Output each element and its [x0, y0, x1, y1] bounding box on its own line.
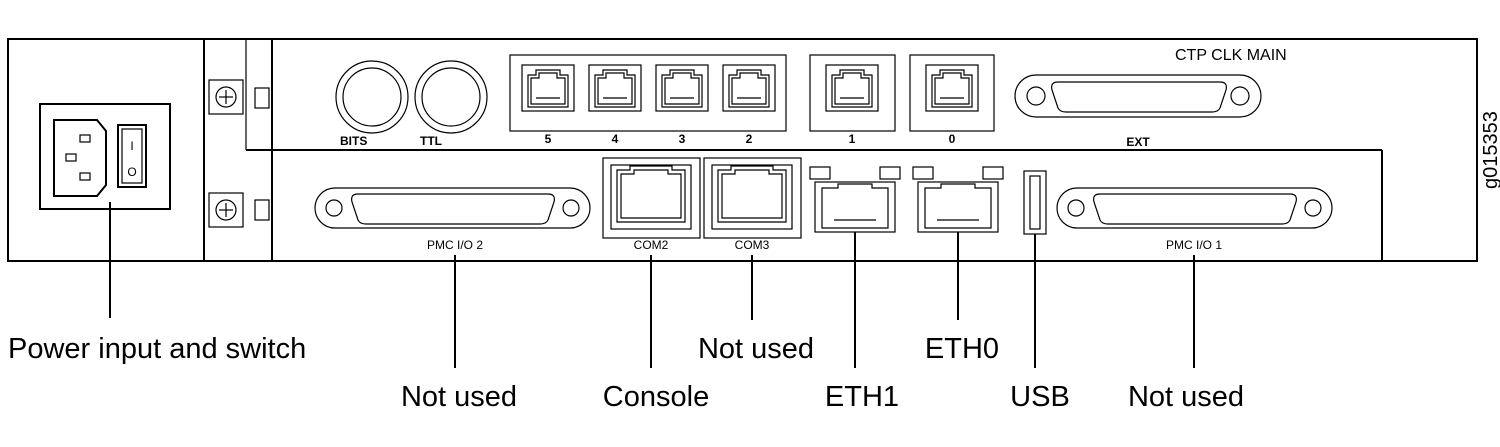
callout-pmc-io2: Not used — [401, 381, 517, 413]
ext-connector[interactable] — [1014, 74, 1262, 118]
eth1-port[interactable] — [809, 166, 901, 233]
bottom-screw[interactable] — [208, 192, 244, 228]
usb-port[interactable] — [1023, 170, 1047, 235]
rj45-port-2[interactable] — [722, 64, 776, 112]
callout-eth0: ETH0 — [925, 333, 999, 365]
top-latch — [254, 87, 270, 109]
power-inlet — [53, 119, 107, 197]
callout-usb: USB — [1010, 381, 1070, 413]
pmc-io1-label: PMC I/O 1 — [1166, 238, 1222, 252]
pmc-io1-connector[interactable] — [1056, 187, 1333, 229]
ext-label: EXT — [1126, 135, 1150, 149]
power-switch[interactable] — [117, 124, 147, 188]
com2-label: COM2 — [634, 238, 669, 252]
rj45-port-1[interactable] — [825, 64, 879, 112]
port-label-5: 5 — [545, 132, 552, 146]
ttl-connector[interactable] — [414, 60, 488, 134]
callout-eth1: ETH1 — [825, 381, 899, 413]
rj45-port-3[interactable] — [655, 64, 709, 112]
switch-off-symbol: O — [127, 165, 136, 179]
rj45-port-4[interactable] — [588, 64, 642, 112]
callout-power: Power input and switch — [8, 333, 306, 365]
top-screw[interactable] — [208, 79, 244, 115]
callout-console: Console — [603, 381, 709, 413]
bottom-latch — [254, 199, 270, 221]
chassis-outline — [7, 38, 1478, 262]
com3-port[interactable] — [711, 164, 793, 230]
power-module: I O — [39, 103, 171, 210]
rj45-port-0[interactable] — [925, 64, 979, 112]
bits-label: BITS — [340, 134, 367, 148]
port-label-1: 1 — [849, 132, 856, 146]
com2-port[interactable] — [610, 164, 692, 230]
eth0-port[interactable] — [912, 166, 1004, 233]
callout-com3: Not used — [698, 333, 814, 365]
rj45-port-5[interactable] — [521, 64, 575, 112]
port-label-3: 3 — [679, 132, 686, 146]
rj45-group-frame — [509, 54, 787, 132]
pmc-io2-label: PMC I/O 2 — [427, 238, 483, 252]
com3-label: COM3 — [735, 238, 770, 252]
bits-connector[interactable] — [335, 60, 409, 134]
pmc-io2-connector[interactable] — [314, 187, 591, 229]
figure-id: g015353 — [1480, 111, 1500, 189]
port-label-0: 0 — [949, 132, 956, 146]
callout-pmc-io1: Not used — [1128, 381, 1244, 413]
switch-on-symbol: I — [130, 139, 133, 153]
port-label-2: 2 — [746, 132, 753, 146]
module-name: CTP CLK MAIN — [1175, 47, 1287, 64]
ttl-label: TTL — [420, 134, 442, 148]
port-label-4: 4 — [612, 132, 619, 146]
